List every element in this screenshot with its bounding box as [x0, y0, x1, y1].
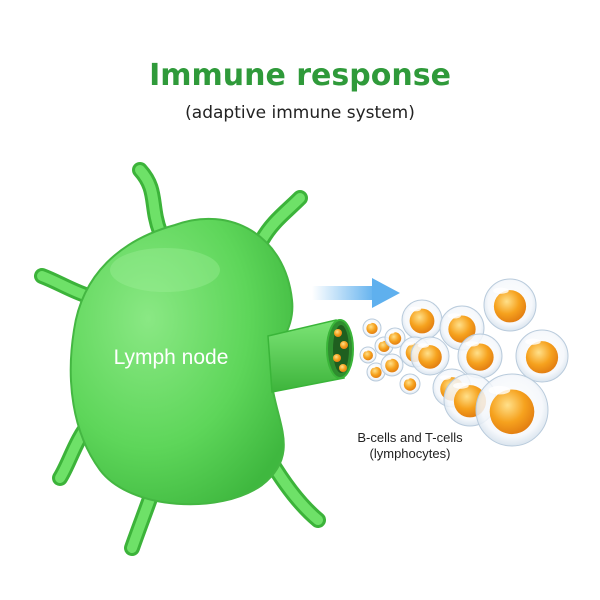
lymphocyte-cell: [410, 336, 450, 376]
lymphocytes-label-line1: B-cells and T-cells: [357, 430, 463, 445]
lymphocyte-cell: [457, 333, 503, 379]
lymphocytes: [359, 278, 569, 447]
lymphocytes-label-line2: (lymphocytes): [369, 446, 451, 461]
lymphocyte-cell: [366, 362, 386, 382]
diagram-subtitle: (adaptive immune system): [185, 103, 415, 123]
right-arrow-icon: [312, 278, 400, 308]
lymphocyte-cell: [515, 329, 569, 383]
lymph-node-body: [69, 217, 294, 506]
lymph-node-label: Lymph node: [113, 346, 229, 369]
lymphocyte-cell: [401, 299, 443, 341]
lymphocyte-cell: [384, 327, 406, 349]
efferent-vessel: [267, 319, 354, 393]
lymphocytes-label: B-cells and T-cells (lymphocytes): [330, 430, 490, 462]
lymphocyte-cell: [362, 318, 382, 338]
diagram-title: Immune response: [149, 58, 451, 93]
lymphocyte-cell: [475, 373, 549, 447]
node-highlight: [110, 248, 220, 292]
lymphocyte-cell: [380, 353, 404, 377]
lymphocyte-cell: [399, 373, 421, 395]
lymphocyte-cell: [359, 346, 377, 364]
lymphocyte-cell: [483, 278, 537, 332]
